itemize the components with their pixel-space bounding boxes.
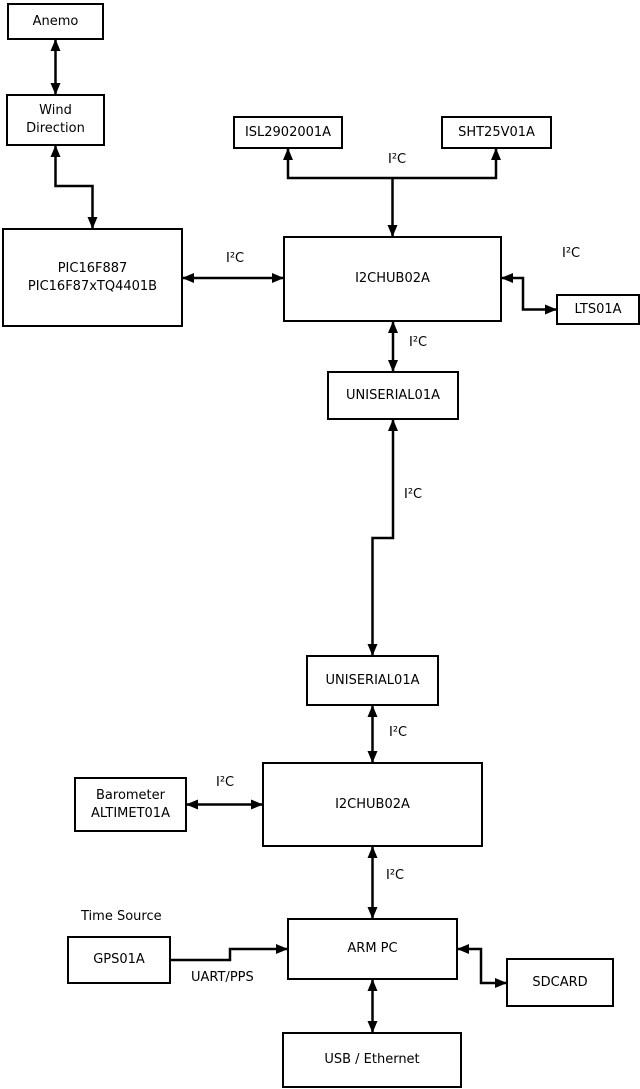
node-usb-ethernet-label: USB / Ethernet: [324, 1052, 420, 1068]
edge-uniserial1-uniserial2: [367, 419, 398, 656]
edge-label-i2c-barometer-hub2: I²C: [216, 775, 235, 790]
edge-label-i2c-pic-hub1: I²C: [226, 251, 245, 266]
node-anemo-label: Anemo: [32, 13, 79, 29]
node-uniserial01a-upper-label: UNISERIAL01A: [346, 387, 440, 403]
node-i2chub02a-lower-label: I2CHUB02A: [335, 796, 410, 812]
node-pic16f887: PIC16F887 PIC16F87xTQ4401B: [2, 228, 183, 327]
node-uniserial01a-lower-label: UNISERIAL01A: [325, 672, 420, 688]
node-anemo: Anemo: [7, 3, 104, 40]
node-barometer-label-line2: ALTIMET01A: [91, 805, 170, 821]
node-lts01a: LTS01A: [556, 294, 640, 325]
edge-hub1-lts: [501, 273, 557, 315]
edge-gps-armpc: [171, 944, 288, 962]
node-sht25v01a: SHT25V01A: [441, 116, 552, 149]
node-uniserial01a-upper: UNISERIAL01A: [327, 371, 459, 420]
node-wind-direction: Wind Direction: [6, 94, 105, 146]
node-i2chub02a-upper-label: I2CHUB02A: [355, 271, 430, 287]
node-wind-direction-label-line1: Wind: [39, 103, 72, 119]
node-sht25v01a-label: SHT25V01A: [458, 124, 535, 140]
edge-label-i2c-hub1-lts: I²C: [562, 246, 581, 261]
node-arm-pc-label: ARM PC: [347, 941, 398, 957]
edge-label-i2c-bus: I²C: [388, 152, 407, 167]
node-lts01a-label: LTS01A: [574, 301, 622, 317]
node-wind-direction-label-line2: Direction: [26, 121, 85, 136]
node-arm-pc: ARM PC: [287, 918, 458, 980]
edge-label-i2c-hub1-uniserial1: I²C: [409, 335, 428, 350]
edge-winddirection-pic: [50, 145, 98, 229]
edge-label-uart-pps: UART/PPS: [191, 970, 254, 985]
node-barometer: Barometer ALTIMET01A: [74, 777, 187, 832]
node-i2chub02a-lower: I2CHUB02A: [262, 762, 483, 847]
node-sdcard-label: SDCARD: [532, 974, 588, 990]
node-sdcard: SDCARD: [506, 958, 614, 1007]
edge-armpc-sdcard: [457, 944, 507, 988]
edge-label-i2c-uniserial2-hub2: I²C: [389, 725, 408, 740]
node-gps01a: GPS01A: [67, 936, 171, 984]
node-gps01a-label: GPS01A: [93, 952, 145, 968]
time-source-caption: Time Source: [81, 909, 162, 924]
edge-label-i2c-hub2-armpc: I²C: [386, 868, 405, 883]
node-usb-ethernet: USB / Ethernet: [282, 1032, 462, 1088]
node-isl2902001a: ISL2902001A: [233, 116, 343, 149]
edge-label-i2c-uniserial1-uniserial2: I²C: [404, 487, 423, 502]
node-isl2902001a-label: ISL2902001A: [244, 124, 332, 140]
node-barometer-label-line1: Barometer: [96, 787, 165, 803]
node-uniserial01a-lower: UNISERIAL01A: [306, 655, 439, 706]
node-i2chub02a-upper: I2CHUB02A: [283, 236, 502, 322]
node-pic16f887-label-line1: PIC16F887: [57, 260, 128, 276]
node-pic16f887-label-line2: PIC16F87xTQ4401B: [27, 278, 158, 294]
